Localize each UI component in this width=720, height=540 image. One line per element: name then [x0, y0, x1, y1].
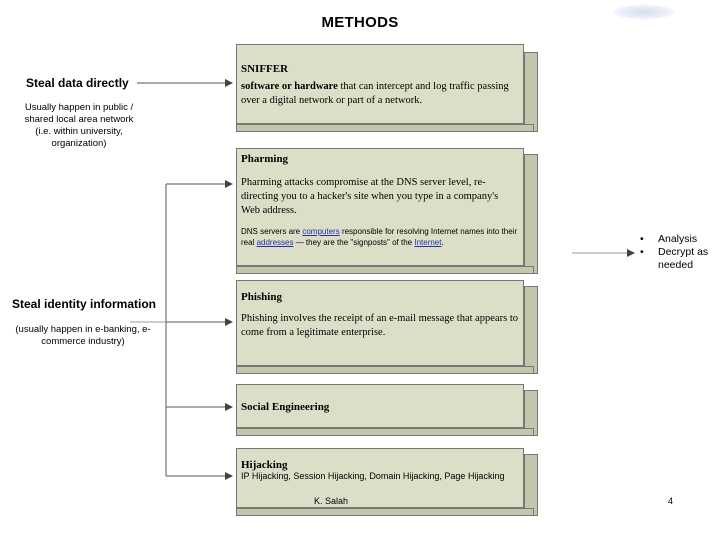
link-addresses[interactable]: addresses [256, 238, 294, 247]
footer-author: K. Salah [314, 496, 349, 506]
hijacking-text: IP Hijacking, Session Hijacking, Domain … [241, 471, 505, 481]
link-computers[interactable]: computers [302, 227, 340, 236]
bullet-dot: • [640, 233, 644, 245]
link-internet[interactable]: Internet [414, 238, 442, 247]
phishing-text: Phishing involves the receipt of an e-ma… [241, 313, 519, 338]
pharming-text: Pharming attacks compromise at the DNS s… [241, 177, 499, 216]
dns-note: DNS servers are computers responsible fo… [241, 227, 518, 247]
page-number: 4 [668, 496, 674, 506]
hijacking-box: Hijacking IP Hijacking, Session Hijackin… [236, 448, 538, 516]
pharming-box: Pharming Pharming attacks compromise at … [236, 148, 538, 274]
sniffer-box: SNIFFER software or hardware that can in… [236, 44, 552, 132]
steal-data-heading: Steal data directly [26, 76, 129, 90]
analysis-bullets: •Analysis •Decrypt as needed [640, 233, 720, 272]
phishing-box: Phishing Phishing involves the receipt o… [236, 280, 538, 374]
box-face: SNIFFER software or hardware that can in… [236, 44, 524, 124]
box-bottom [236, 124, 534, 132]
steal-data-note: Usually happen in public / shared local … [24, 102, 134, 149]
sniffer-heading: SNIFFER [241, 63, 289, 75]
slide-title: METHODS [321, 14, 399, 31]
bullet-dot: • [640, 246, 644, 258]
social-engineering-heading: Social Engineering [241, 401, 330, 413]
pharming-heading: Pharming [241, 153, 289, 165]
hijacking-heading: Hijacking [241, 459, 288, 471]
steal-identity-note: (usually happen in e-banking, e-commerce… [15, 324, 151, 347]
steal-identity-heading: Steal identity information [12, 297, 157, 311]
logo-mark [612, 4, 676, 20]
box-side [524, 52, 538, 132]
sniffer-text: software or hardware that can intercept … [241, 81, 509, 106]
phishing-heading: Phishing [241, 291, 282, 303]
bullet-item: •Decrypt as needed [640, 246, 709, 271]
social-engineering-box: Social Engineering [236, 384, 538, 436]
bullet-item: •Analysis [640, 233, 698, 245]
